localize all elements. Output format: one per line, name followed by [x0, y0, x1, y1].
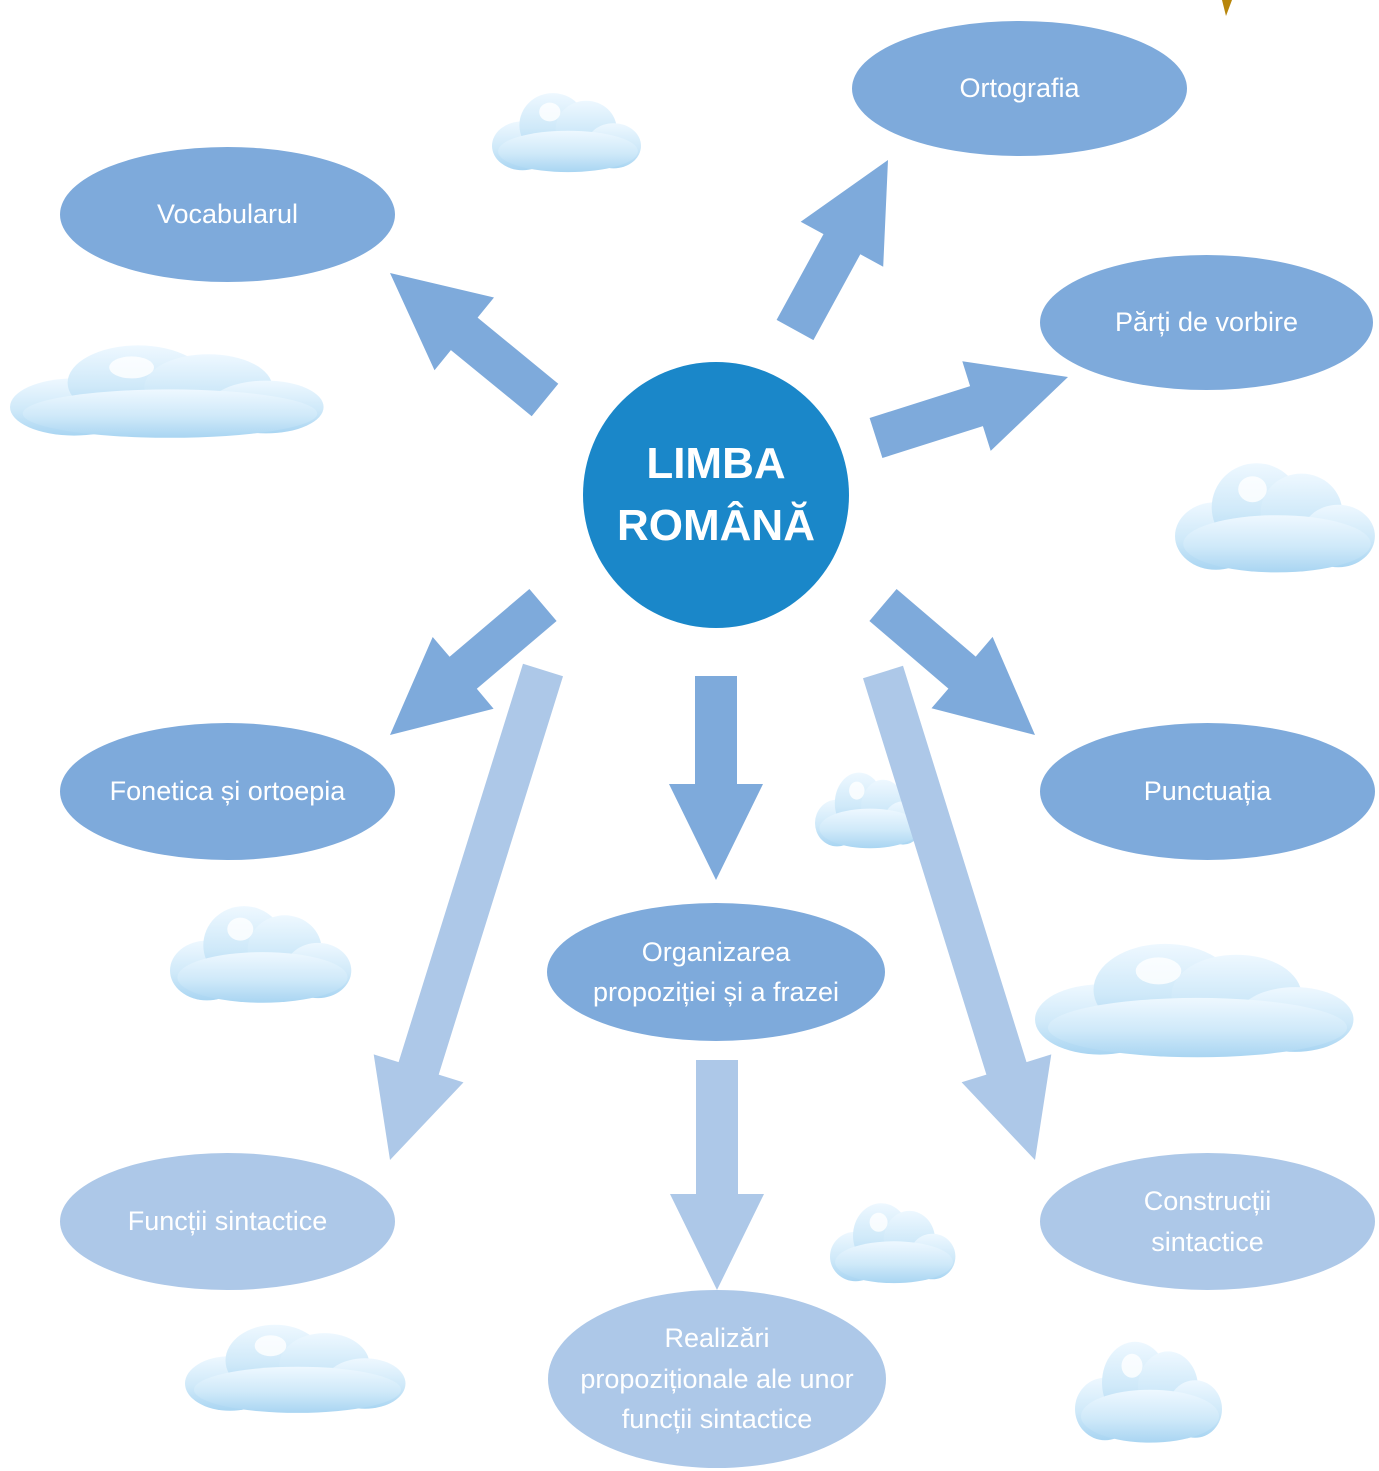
arrow-to-functii-sintactice: [373, 663, 563, 1160]
subtopic-functii-label: Funcții sintactice: [127, 1206, 328, 1237]
cloud-1: [492, 93, 641, 173]
arrows: [373, 160, 1068, 1290]
arrow-to-organizarea: [669, 676, 763, 880]
cloud-4: [815, 772, 923, 849]
topic-fonetica-label: Fonetica și ortoepia: [109, 776, 346, 807]
subtopic-realizari: Realizări propoziționale ale unor funcți…: [548, 1290, 886, 1468]
topic-organizarea-line-2: propoziției și a frazei: [592, 977, 840, 1007]
topic-organizarea-line-1: Organizarea: [641, 936, 791, 967]
center-title-line-2: ROMÂNĂ: [617, 501, 815, 550]
subtopic-constructii-sintactice: Construcții sintactice: [1040, 1153, 1375, 1290]
topic-punctuatia: Punctuația: [1040, 723, 1375, 860]
topic-vocabularul: Vocabularul: [60, 147, 395, 282]
cloud-7: [830, 1203, 956, 1284]
center-title-line-1: LIMBA: [646, 438, 786, 488]
topic-parti-de-vorbire: Părți de vorbire: [1040, 255, 1373, 390]
subtopic-realizari-line-2: propoziționale ale unor: [580, 1363, 854, 1394]
subtopic-realizari-line-3: funcții sintactice: [621, 1404, 813, 1435]
topic-ortografia-label: Ortografia: [959, 73, 1080, 104]
center-node-limba-romana: LIMBA ROMÂNĂ: [583, 362, 849, 628]
arrow-to-ortografia: [776, 160, 888, 341]
clouds-decoration: [10, 93, 1375, 1443]
subtopic-functii-sintactice: Funcții sintactice: [60, 1153, 395, 1290]
topic-ortografia: Ortografia: [852, 21, 1187, 156]
cloud-8: [185, 1324, 406, 1413]
topic-parti-de-vorbire-label: Părți de vorbire: [1114, 307, 1299, 338]
subtopic-constructii-line-2: sintactice: [1151, 1226, 1264, 1257]
cloud-2: [10, 345, 324, 438]
cloud-9: [1075, 1341, 1222, 1443]
subtopic-constructii-line-1: Construcții: [1143, 1186, 1272, 1216]
cloud-3: [1175, 463, 1375, 573]
topic-organizarea: Organizarea propoziției și a frazei: [547, 903, 885, 1041]
subtopic-realizari-line-1: Realizări: [664, 1323, 770, 1354]
cloud-6: [1035, 943, 1354, 1058]
topic-fonetica-si-ortoepia: Fonetica și ortoepia: [60, 723, 395, 860]
arrow-to-punctuatia: [869, 589, 1035, 735]
arrow-to-vocabularul: [390, 273, 559, 417]
pen-tip-icon: [1222, 0, 1232, 16]
cloud-5: [170, 906, 352, 1003]
topic-vocabularul-label: Vocabularul: [156, 199, 299, 230]
arrow-to-constructii-sintactice: [863, 665, 1052, 1160]
arrow-to-fonetica: [390, 589, 557, 735]
arrow-to-realizari: [670, 1060, 764, 1290]
topic-punctuatia-label: Punctuația: [1143, 776, 1272, 807]
arrow-to-parti-de-vorbire: [869, 361, 1068, 458]
